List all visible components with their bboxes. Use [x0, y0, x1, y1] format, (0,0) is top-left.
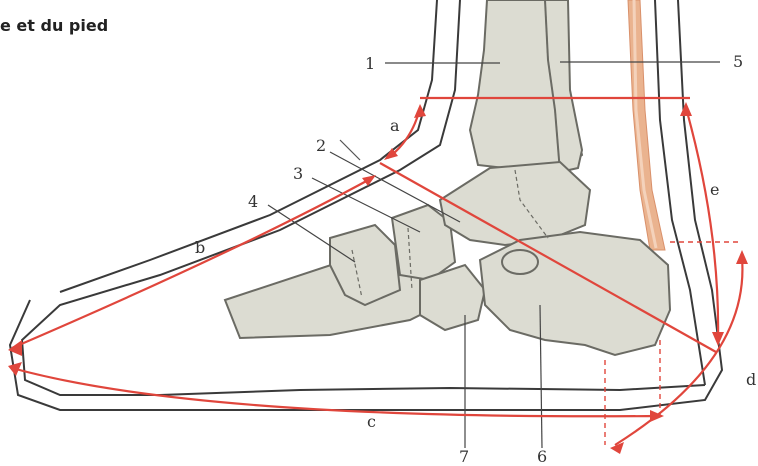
- label-4: 4: [248, 194, 258, 210]
- label-2: 2: [316, 138, 326, 154]
- label-e: e: [710, 182, 719, 198]
- label-1: 1: [365, 56, 375, 72]
- leg-bones: [470, 0, 582, 175]
- sustentaculum: [502, 250, 538, 274]
- label-b: b: [195, 240, 205, 256]
- calcaneus: [480, 232, 670, 355]
- label-7: 7: [459, 449, 469, 465]
- label-c: c: [367, 414, 376, 430]
- foot-bones: [225, 162, 670, 355]
- label-6: 6: [537, 449, 547, 465]
- label-5: 5: [733, 54, 743, 70]
- label-3: 3: [293, 166, 303, 182]
- talus: [440, 162, 590, 245]
- figure-title: e et du pied: [0, 16, 108, 35]
- label-a: a: [390, 118, 400, 134]
- label-d: d: [746, 372, 756, 388]
